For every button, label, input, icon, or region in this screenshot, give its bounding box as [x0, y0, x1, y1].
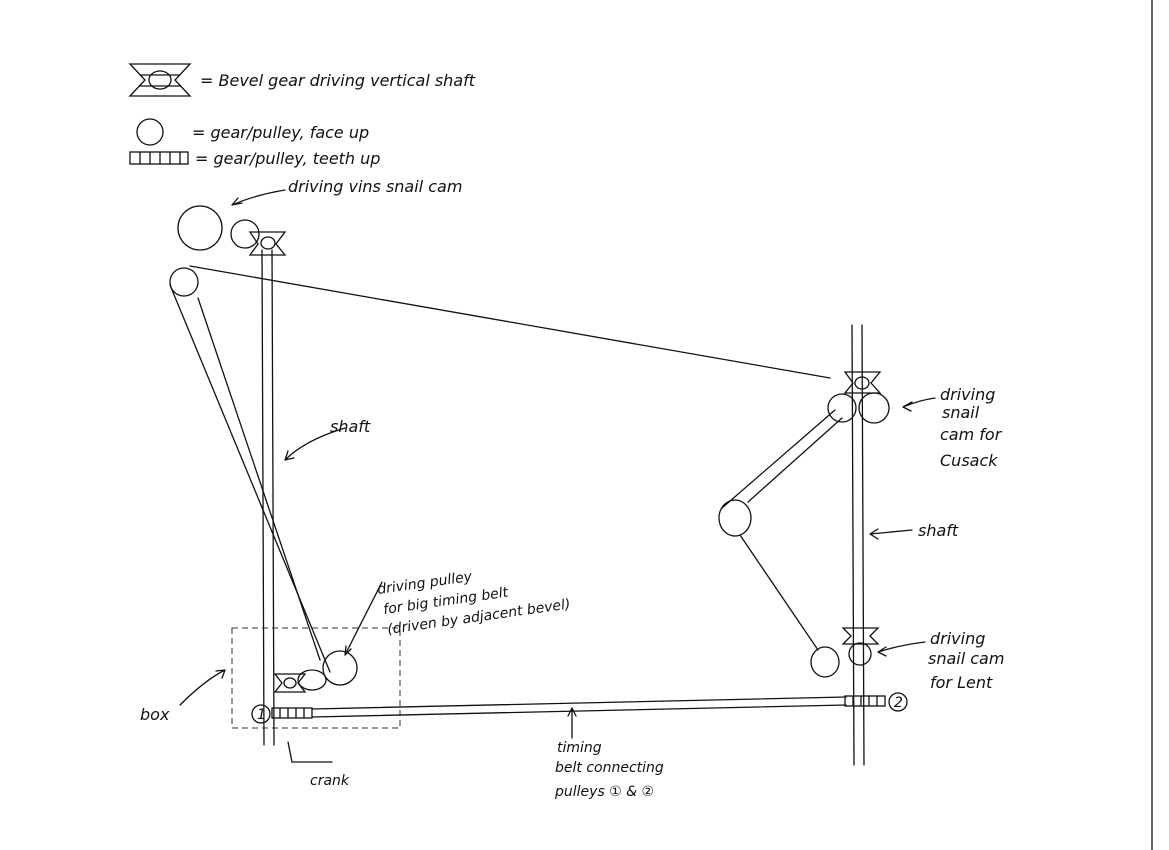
- label-timing-belt-1: timing: [557, 740, 602, 756]
- label-shaft-left: shaft: [330, 417, 371, 436]
- legend-face-up-icon: [136, 118, 164, 146]
- legend-teeth-up-icon: [129, 151, 189, 165]
- arrow-icon: [567, 707, 577, 739]
- label-box: box: [140, 705, 170, 724]
- right-shaft: [851, 324, 865, 766]
- legend-bevel-text: = Bevel gear driving vertical shaft: [200, 71, 476, 90]
- label-vins-cam: driving vins snail cam: [288, 177, 462, 196]
- arrow-icon: [231, 189, 286, 206]
- label-shaft-right: shaft: [918, 521, 959, 540]
- left-shaft: [261, 249, 275, 746]
- idler-pulley-left: [169, 267, 199, 297]
- arrow-icon: [284, 427, 346, 461]
- bevel-gear-cusack: [843, 371, 882, 394]
- legend-bevel-icon: [128, 63, 192, 97]
- idler-pulley-right: [718, 499, 752, 537]
- vins-cam-gear: [177, 205, 223, 251]
- arrow-icon: [344, 581, 383, 656]
- arrow-icon: [869, 528, 913, 540]
- label-lent-1: driving: [930, 629, 985, 648]
- arrow-icon: [902, 397, 936, 412]
- legend-teeth-up-text: = gear/pulley, teeth up: [195, 149, 380, 168]
- label-pulley-1: 1: [257, 707, 266, 723]
- label-timing-belt-2: belt connecting: [555, 760, 664, 776]
- lent-snail-cam: [848, 642, 872, 666]
- label-cusack-3: cam for: [940, 425, 1003, 444]
- label-lent-3: for Lent: [930, 673, 993, 692]
- label-crank: crank: [310, 773, 350, 789]
- pulley-2-marker: [888, 692, 908, 712]
- box-outline: [231, 627, 401, 729]
- bevel-gear-bottom-left: [273, 673, 307, 693]
- pulley-2-teeth: [844, 695, 886, 707]
- pulley-1-marker: [251, 704, 271, 724]
- label-pulley-2: 2: [894, 695, 903, 711]
- big-timing-belt-inner: [197, 297, 321, 661]
- cusack-snail-cam: [858, 392, 890, 424]
- vins-small-gear: [230, 219, 260, 249]
- bevel-gear-lent: [841, 627, 880, 645]
- drive-pulley-2-face: [810, 646, 840, 678]
- pulley-1-teeth: [271, 707, 313, 719]
- label-cusack-2: snail: [942, 403, 980, 422]
- driving-pulley: [322, 650, 358, 686]
- label-timing-belt-3: pulleys ① & ②: [554, 784, 654, 800]
- belt-right: [721, 409, 843, 651]
- cusack-gear: [827, 393, 857, 423]
- arrow-icon: [179, 669, 226, 706]
- legend-face-up-text: = gear/pulley, face up: [192, 123, 369, 142]
- label-lent-2: snail cam: [928, 649, 1004, 668]
- timing-belt: [311, 696, 847, 718]
- label-cusack-4: Cusack: [940, 451, 998, 470]
- bevel-adjacent-gear: [297, 669, 327, 691]
- label-cusack-1: driving: [940, 385, 995, 404]
- big-timing-belt: [169, 265, 831, 673]
- crank-handle: [287, 741, 333, 763]
- arrow-icon: [877, 641, 926, 657]
- bevel-gear-top-left: [248, 231, 287, 256]
